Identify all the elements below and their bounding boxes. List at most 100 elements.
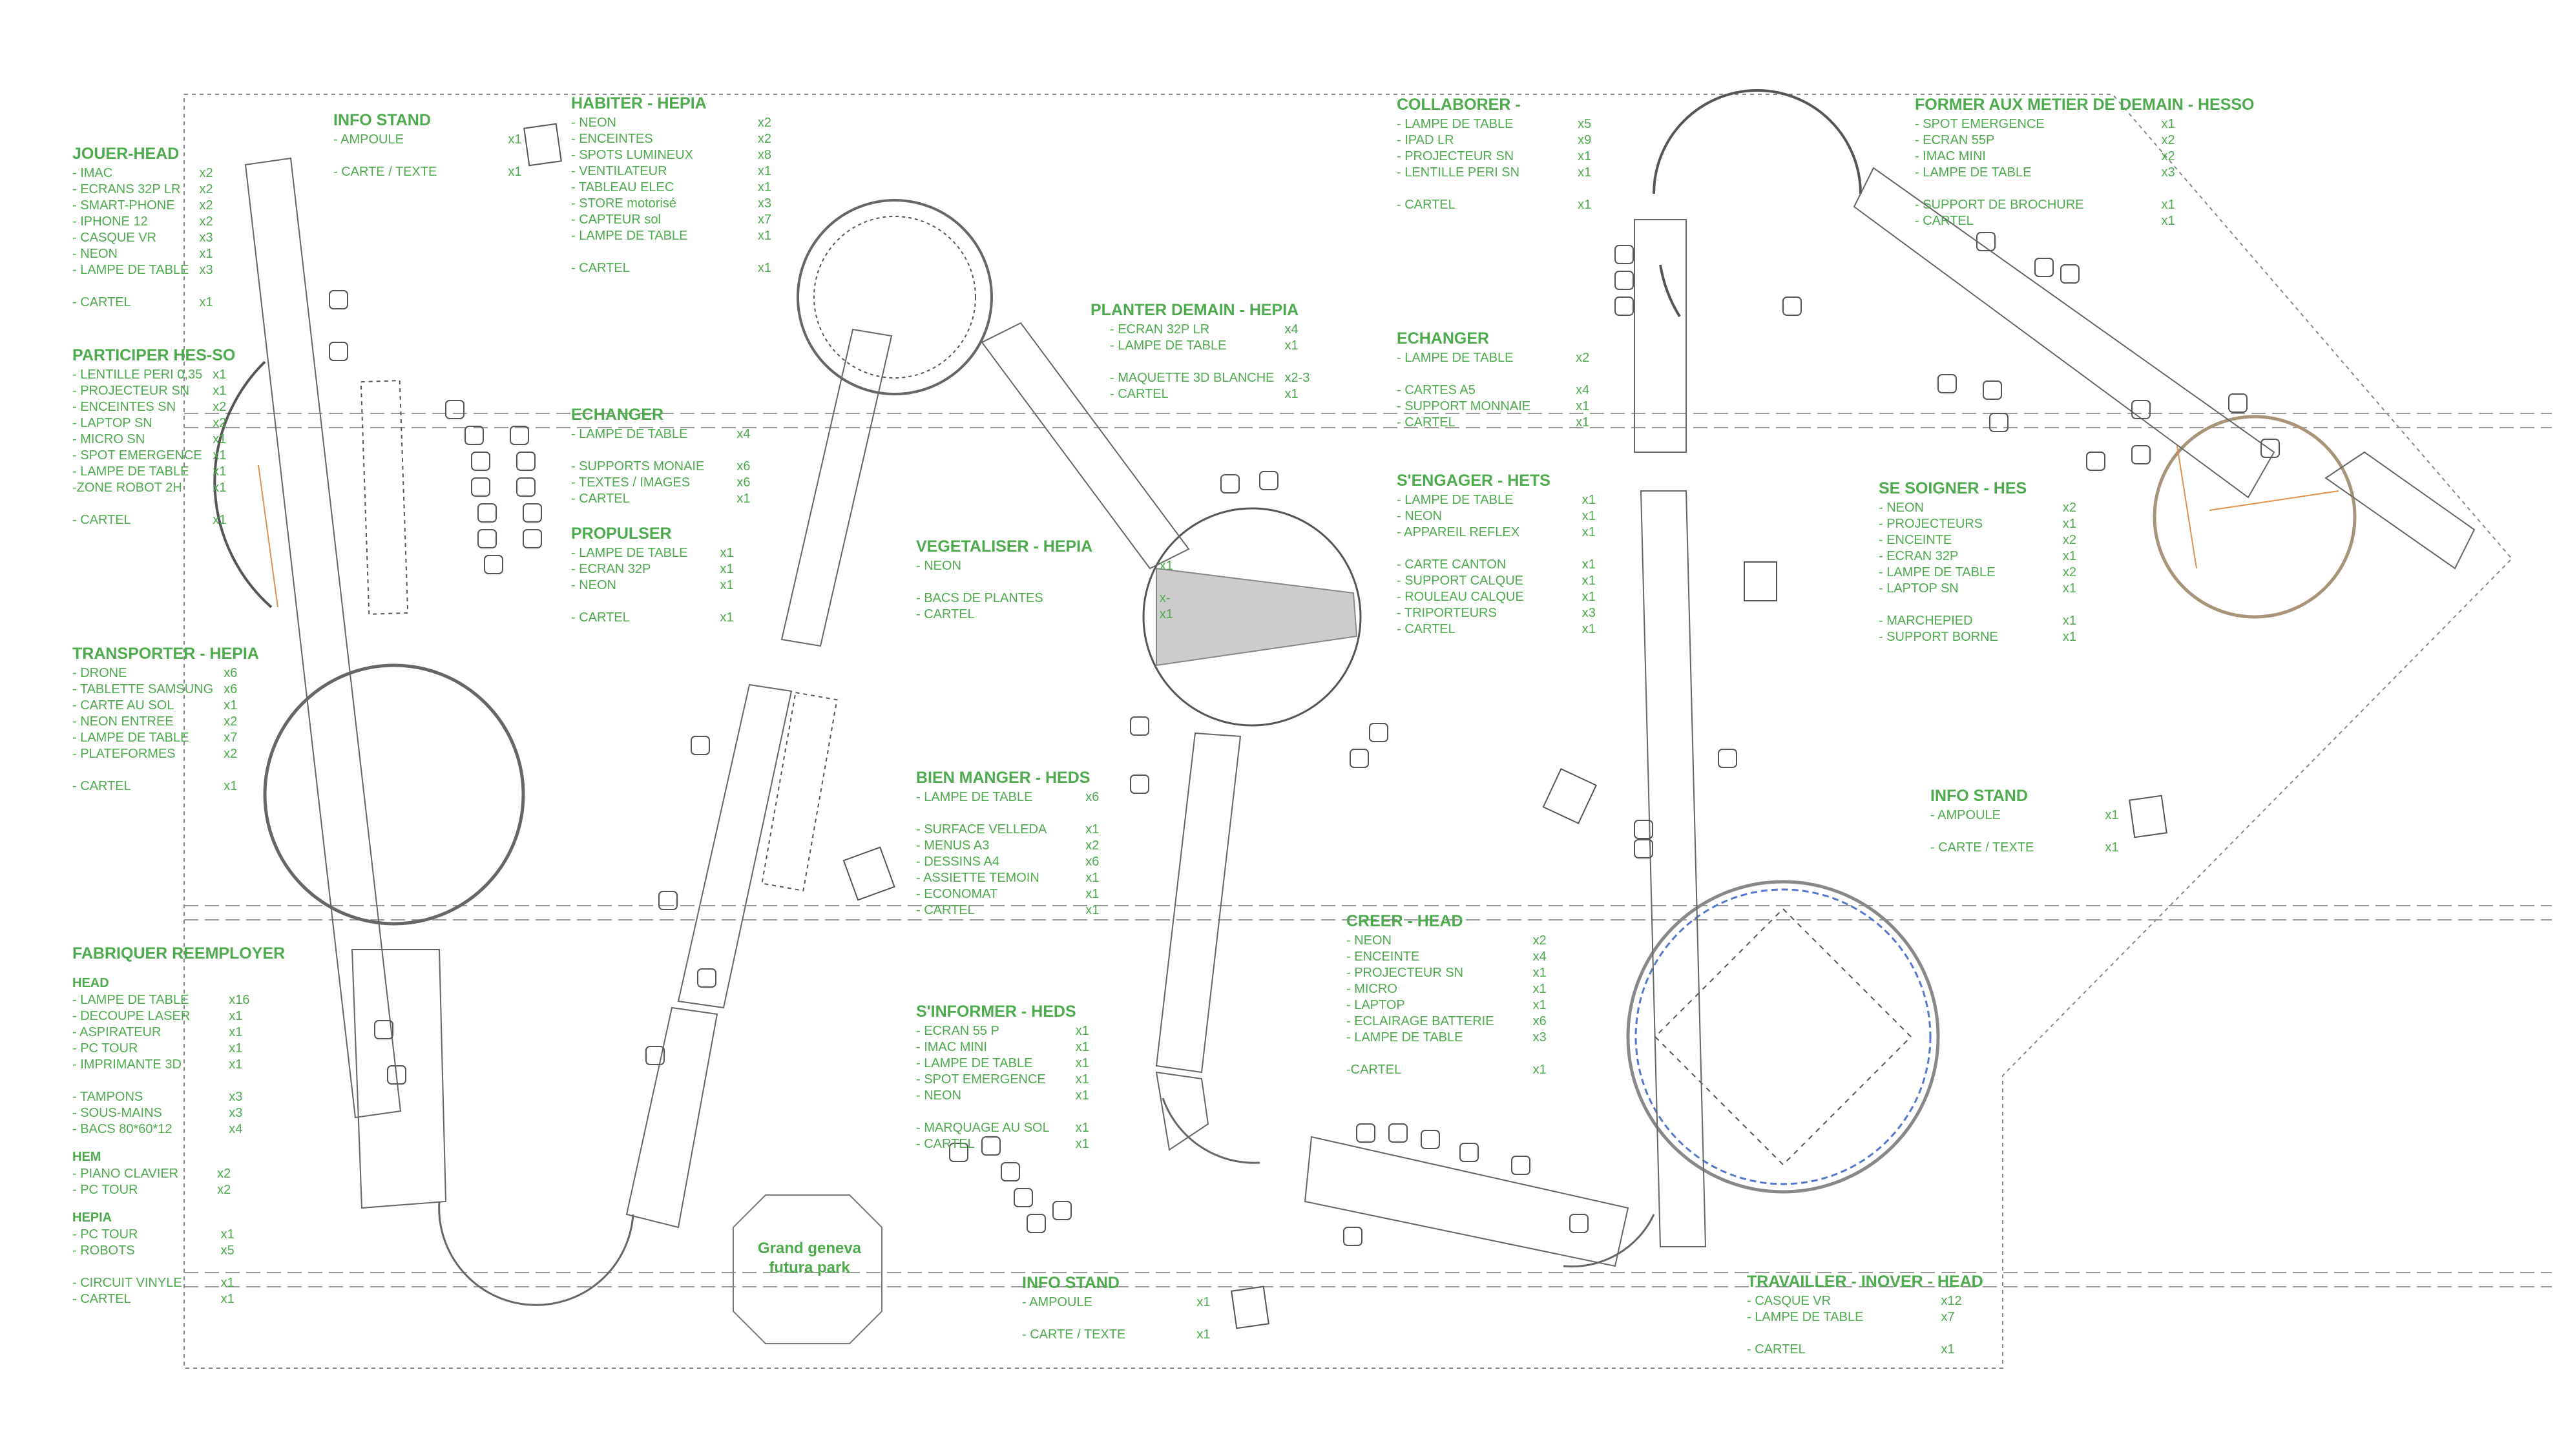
zone-title: TRAVAILLER - INOVER - HEAD [1747,1273,1983,1291]
zone-fabriquer: FABRIQUER REEMPLOYER HEAD - LAMPE DE TAB… [72,944,285,1307]
zone-title: S'ENGAGER - HETS [1397,472,1550,490]
zone-title: VEGETALISER - HEPIA [916,537,1093,556]
info-stand-2-box [1231,1285,1269,1329]
chairs [329,232,2280,1246]
dashed-guides [184,413,2552,1287]
octagon [733,1194,882,1344]
zone-title: FORMER AUX METIER DE DEMAIN - HESSO [1915,96,2255,114]
circle-vegetaliser [1142,507,1362,727]
zone-title: PLANTER DEMAIN - HEPIA [1091,301,1299,319]
zone-title: TRANSPORTER - HEPIA [72,645,259,663]
zone-former: FORMER AUX METIER DE DEMAIN - HESSO - SP… [1915,96,2255,229]
zone-title: S'INFORMER - HEDS [916,1003,1076,1021]
zone-title: INFO STAND [1022,1274,1120,1292]
zone-title: INFO STAND [1930,787,2028,805]
zone-title: FABRIQUER REEMPLOYER [72,944,286,962]
circle-creer [1626,880,1940,1194]
group-title: HEAD [72,976,109,990]
zone-title: ECHANGER [571,406,664,424]
zone-title: PARTICIPER HES-SO [72,346,236,364]
